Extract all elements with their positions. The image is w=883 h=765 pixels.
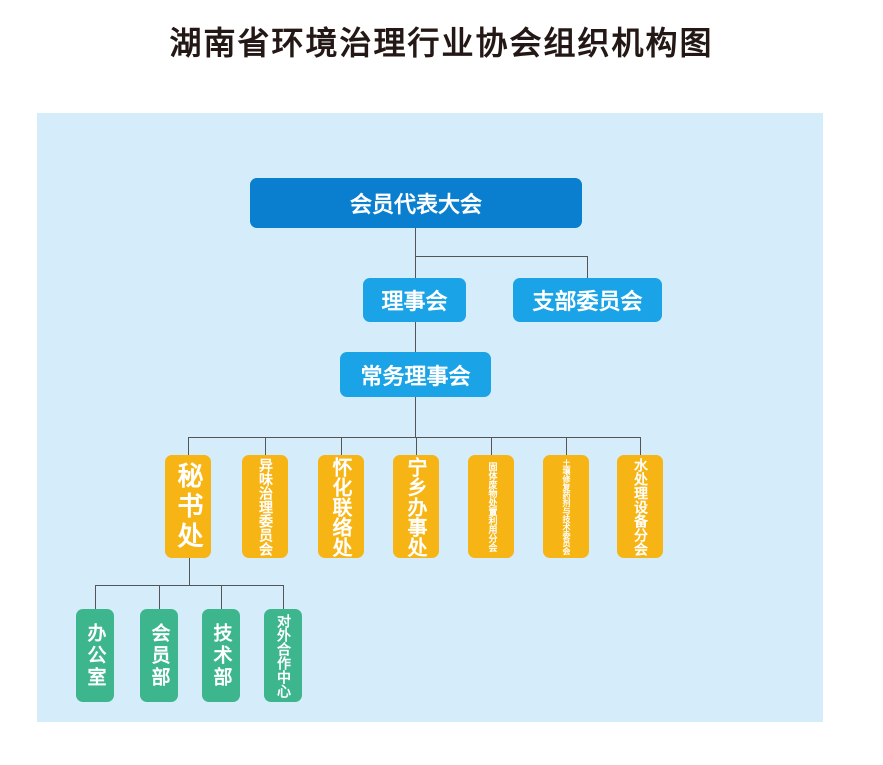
node-department: 对外合作中心 [264,609,302,702]
connector [283,585,284,609]
connector [415,256,588,257]
connector [640,437,641,455]
connector [566,437,567,455]
connector [491,437,492,455]
node-branch: 固体废物处置利用分会 [468,455,514,558]
connector [341,437,342,455]
connector [587,256,588,278]
node-branch: 秘书处 [165,455,211,558]
connector [159,585,160,609]
connector [189,558,190,585]
node-branch: 土壤修复药剂与技术委员会 [543,455,589,558]
node-council: 理事会 [363,278,466,322]
connector [416,437,417,455]
connector [265,437,266,455]
node-branch: 宁乡办事处 [393,455,439,558]
node-standing-council: 常务理事会 [340,352,491,397]
node-party-branch: 支部委员会 [513,278,662,322]
connector [415,322,416,352]
node-department: 办公室 [76,609,114,702]
connector [188,437,189,455]
node-branch: 异味治理委员会 [242,455,288,558]
node-branch: 怀化联络处 [318,455,364,558]
connector [95,585,284,586]
node-department: 会员部 [140,609,178,702]
connector [415,228,416,278]
node-department: 技术部 [202,609,240,702]
page-title: 湖南省环境治理行业协会组织机构图 [169,24,714,62]
connector [221,585,222,609]
connector [415,397,416,437]
node-assembly: 会员代表大会 [250,178,582,228]
connector [95,585,96,609]
node-branch: 水处理设备分会 [617,455,663,558]
connector [189,437,640,438]
